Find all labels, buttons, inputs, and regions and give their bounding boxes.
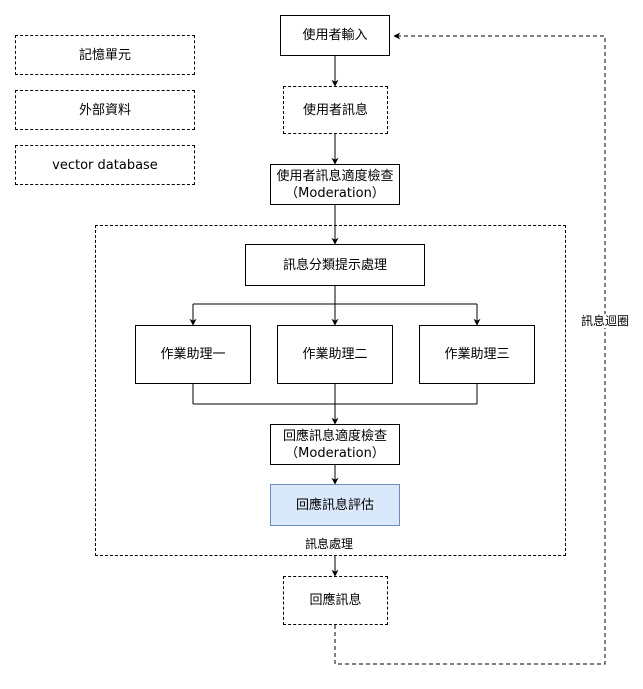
node-assistant-3-label: 作業助理三 [444, 347, 510, 362]
node-user-input: 使用者輸入 [280, 15, 390, 56]
legend-external-data-label: 外部資料 [78, 102, 131, 118]
edge-message-loop-label: 訊息迴圈 [580, 314, 631, 328]
node-user-moderation-line1: 使用者訊息適度檢查 [276, 168, 394, 184]
node-reply-moderation-line1: 回應訊息適度檢查 [282, 428, 387, 444]
node-user-input-label: 使用者輸入 [302, 28, 368, 43]
node-assistant-2-label: 作業助理二 [302, 347, 368, 362]
node-reply-moderation-text: 回應訊息適度檢查 （Moderation） [283, 428, 387, 462]
node-user-message-label: 使用者訊息 [302, 102, 368, 118]
node-assistant-1: 作業助理一 [135, 325, 251, 384]
legend-memory-unit-label: 記憶單元 [78, 47, 131, 63]
node-assistant-1-label: 作業助理一 [160, 347, 226, 362]
node-user-moderation: 使用者訊息適度檢查 （Moderation） [270, 164, 400, 205]
node-user-moderation-text: 使用者訊息適度檢查 （Moderation） [276, 168, 393, 202]
node-reply-evaluation: 回應訊息評估 [270, 484, 400, 526]
node-assistant-3: 作業助理三 [419, 325, 535, 384]
legend-external-data: 外部資料 [15, 90, 195, 130]
node-classify-prompt-label: 訊息分類提示處理 [282, 257, 387, 273]
legend-vector-database: vector database [15, 145, 195, 185]
node-reply-message-label: 回應訊息 [309, 593, 362, 608]
node-reply-message: 回應訊息 [283, 576, 388, 625]
node-assistant-2: 作業助理二 [277, 325, 393, 384]
node-user-moderation-line2: （Moderation） [285, 185, 385, 201]
legend-memory-unit: 記憶單元 [15, 35, 195, 75]
node-reply-evaluation-label: 回應訊息評估 [295, 497, 374, 513]
group-message-processing-label: 訊息處理 [305, 537, 354, 551]
group-message-processing [95, 225, 566, 556]
node-classify-prompt: 訊息分類提示處理 [245, 244, 425, 286]
legend-vector-database-label: vector database [52, 157, 158, 173]
node-reply-moderation: 回應訊息適度檢查 （Moderation） [270, 424, 400, 465]
node-user-message: 使用者訊息 [283, 86, 388, 134]
node-reply-moderation-line2: （Moderation） [285, 445, 385, 461]
edge-message-loop [334, 32, 606, 665]
